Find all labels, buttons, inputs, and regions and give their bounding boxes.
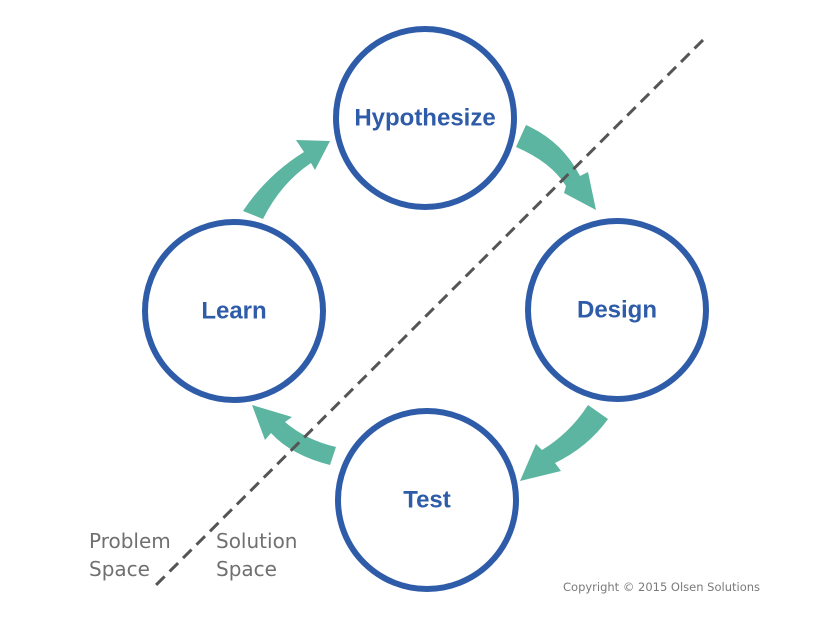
learn-label: Learn [201, 298, 266, 325]
arrow-hypothesize-to-design [516, 125, 596, 210]
problem-space-label: Problem Space [89, 527, 171, 583]
design-label: Design [577, 297, 657, 324]
test-label: Test [403, 487, 451, 514]
arrow-test-to-learn [252, 405, 336, 465]
solution-space-label: Solution Space [216, 527, 297, 583]
solution-space-line-1: Solution [216, 529, 298, 553]
copyright-notice: Copyright © 2015 Olsen Solutions [563, 580, 761, 594]
arrow-design-to-test [520, 405, 608, 481]
solution-space-line-2: Space [216, 557, 277, 581]
problem-space-line-2: Space [89, 557, 150, 581]
test-circle [335, 408, 519, 592]
design-circle [525, 218, 709, 402]
problem-space-line-1: Problem [89, 529, 171, 553]
problem-solution-divider [150, 38, 705, 591]
learn-circle [142, 219, 326, 403]
hypothesize-label: Hypothesize [354, 105, 495, 132]
arrow-learn-to-hypothesize [243, 140, 330, 219]
hypothesize-circle [333, 26, 517, 210]
